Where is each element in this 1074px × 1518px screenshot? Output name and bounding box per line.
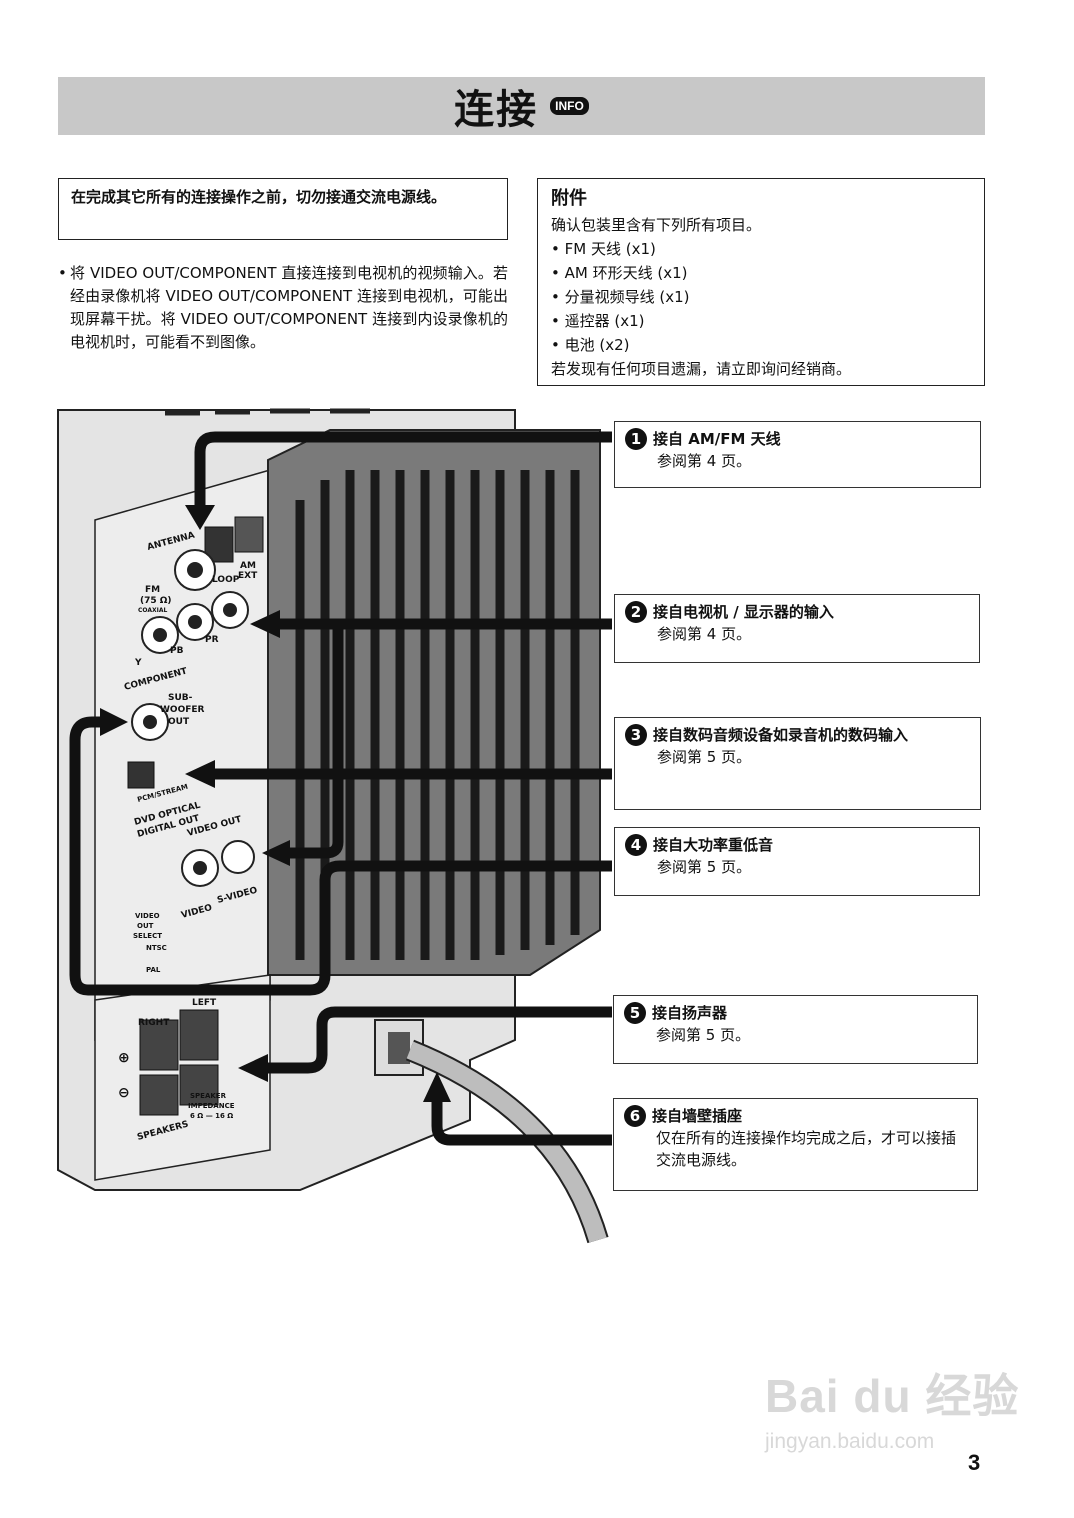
label-ntsc: NTSC: [146, 944, 167, 952]
top-vents: [165, 408, 370, 416]
connection-arrows: [69, 431, 612, 1146]
callout-digital: 3 接自数码音频设备如录音机的数码输入 参阅第 5 页。: [614, 717, 981, 810]
svideo-jack: [221, 840, 255, 874]
callout-ref: 参阅第 5 页。: [656, 1026, 751, 1044]
label-select2: OUT: [137, 922, 154, 930]
step-number: 3: [625, 724, 647, 746]
label-fm: FM: [145, 585, 160, 595]
bullet: •: [58, 264, 67, 282]
label-pal: PAL: [146, 966, 161, 974]
label-pb: PB: [170, 646, 184, 656]
callout-title: 接自数码音频设备如录音机的数码输入: [653, 726, 909, 744]
label-imp2: IMPEDANCE: [188, 1102, 235, 1110]
step-number: 2: [625, 601, 647, 623]
callout-outlet: 6 接自墙壁插座 仅在所有的连接操作均完成之后，才可以接插交流电源线。: [613, 1098, 978, 1191]
watermark-url: jingyan.baidu.com: [765, 1430, 935, 1453]
label-am-loop: LOOP: [212, 575, 240, 585]
accessory-item: • 分量视频导线 (x1): [551, 288, 690, 306]
callout-ref: 参阅第 4 页。: [657, 625, 752, 643]
callout-title: 接自扬声器: [652, 1004, 728, 1022]
label-plus: ⊕: [118, 1050, 130, 1066]
callout-antenna: 1 接自 AM/FM 天线 参阅第 4 页。: [614, 421, 981, 488]
video-note: • 将 VIDEO OUT/COMPONENT 直接连接到电视机的视频输入。若经…: [58, 262, 508, 354]
label-minus: ⊖: [118, 1085, 130, 1101]
optical-port: [127, 761, 155, 789]
step-number: 6: [624, 1105, 646, 1127]
accessory-item: • FM 天线 (x1): [551, 240, 656, 258]
speaker-left-minus: [179, 1064, 219, 1106]
callout-title: 接自大功率重低音: [653, 836, 774, 854]
callout-subwoofer: 4 接自大功率重低音 参阅第 5 页。: [614, 827, 980, 896]
page-title: 连接: [454, 87, 539, 133]
accessories-box: 附件 确认包装里含有下列所有项目。 • FM 天线 (x1) • AM 环形天线…: [537, 178, 985, 386]
label-sub-out: OUT: [168, 717, 190, 727]
accessories-title: 附件: [551, 188, 587, 209]
callout-title: 接自电视机 / 显示器的输入: [653, 603, 834, 621]
page-header: 连接 INFO: [58, 77, 985, 135]
callout-title: 接自墙壁插座: [652, 1107, 743, 1125]
label-select3: SELECT: [133, 932, 162, 940]
label-woofer: WOOFER: [160, 705, 205, 715]
callout-tv: 2 接自电视机 / 显示器的输入 参阅第 4 页。: [614, 594, 980, 663]
callout-title: 接自 AM/FM 天线: [653, 430, 781, 448]
arrow-5: [265, 1006, 612, 1074]
label-fm-ohm: (75 Ω): [140, 596, 172, 606]
am-ext-terminal: [234, 516, 264, 553]
callout-ref: 参阅第 5 页。: [657, 748, 752, 766]
power-cord: [406, 1041, 607, 1243]
callout-ref: 仅在所有的连接操作均完成之后，才可以接插交流电源线。: [656, 1129, 957, 1169]
label-sub: SUB-: [168, 693, 193, 703]
step-number: 1: [625, 428, 647, 450]
accessory-item: • AM 环形天线 (x1): [551, 264, 688, 282]
arrow-heads: [100, 505, 451, 1102]
accessories-intro: 确认包装里含有下列所有项目。: [551, 216, 762, 234]
arrow-1: [194, 431, 612, 510]
arrow-2b: [285, 624, 344, 859]
label-am-ext: EXT: [238, 571, 258, 581]
warning-box: 在完成其它所有的连接操作之前，切勿接通交流电源线。: [58, 178, 508, 240]
callout-ref: 参阅第 5 页。: [657, 858, 752, 876]
fm-jack-center: [187, 562, 203, 578]
callout-ref: 参阅第 4 页。: [657, 452, 752, 470]
label-imp1: SPEAKER: [190, 1092, 227, 1100]
power-inlet-socket: [388, 1032, 410, 1064]
video-note-text: 将 VIDEO OUT/COMPONENT 直接连接到电视机的视频输入。若经由录…: [70, 264, 508, 351]
info-badge: INFO: [550, 97, 589, 115]
page-number: 3: [968, 1450, 981, 1475]
label-coaxial: COAXIAL: [138, 607, 167, 614]
label-pr: PR: [205, 635, 219, 645]
label-y: Y: [134, 658, 142, 668]
step-number: 5: [624, 1002, 646, 1024]
accessory-item: • 电池 (x2): [551, 336, 630, 354]
speaker-right-minus: [139, 1074, 179, 1116]
watermark-brand: Bai du 经验: [765, 1370, 1020, 1422]
step-number: 4: [625, 834, 647, 856]
callout-speakers: 5 接自扬声器 参阅第 5 页。: [613, 995, 978, 1064]
speaker-left-plus: [179, 1009, 219, 1061]
baidu-watermark: Bai du 经验 jingyan.baidu.com: [765, 1360, 1019, 1454]
accessories-footer: 若发现有任何项目遗漏，请立即询问经销商。: [551, 360, 852, 378]
speaker-right-plus: [139, 1019, 179, 1071]
label-left: LEFT: [192, 998, 217, 1008]
label-right: RIGHT: [138, 1018, 170, 1028]
accessory-item: • 遥控器 (x1): [551, 312, 645, 330]
label-am: AM: [240, 561, 256, 571]
label-select1: VIDEO: [135, 912, 160, 920]
arrow-6: [431, 1100, 612, 1146]
label-imp3: 6 Ω — 16 Ω: [190, 1112, 233, 1120]
arrow-4: [69, 716, 612, 996]
